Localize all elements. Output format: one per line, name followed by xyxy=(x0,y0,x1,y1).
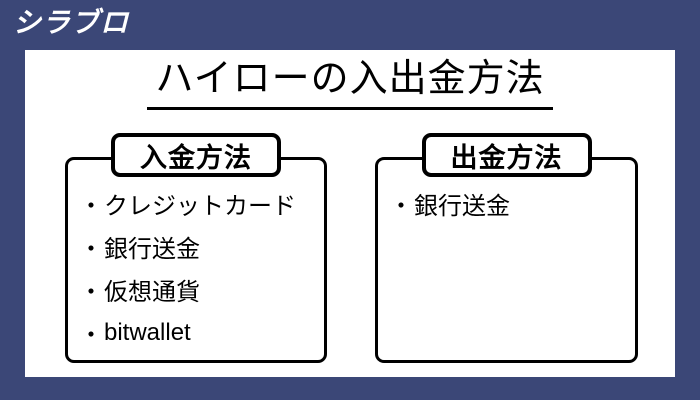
title-container: ハイローの入出金方法 xyxy=(25,56,675,110)
site-logo: シラブロ xyxy=(13,7,130,38)
withdrawal-tab: 出金方法 xyxy=(421,133,592,177)
list-item: ・ 仮想通貨 xyxy=(78,268,320,311)
list-item: ・ 銀行送金 xyxy=(388,182,631,225)
deposit-item-label: 仮想通貨 xyxy=(104,279,200,306)
list-item: ・ クレジットカード xyxy=(78,182,320,225)
list-item: ・ 銀行送金 xyxy=(78,225,320,268)
list-item: ・ bitwallet xyxy=(78,311,320,354)
deposit-item-label: 銀行送金 xyxy=(104,236,200,263)
deposit-tab: 入金方法 xyxy=(111,133,281,177)
deposit-box: ・ クレジットカード ・ 銀行送金 ・ 仮想通貨 ・ bitwallet xyxy=(65,157,327,363)
withdrawal-item-label: 銀行送金 xyxy=(414,193,510,220)
withdrawal-methods-group: 出金方法 ・ 銀行送金 xyxy=(375,133,638,363)
bullet-icon: ・ xyxy=(79,279,103,306)
deposit-item-label: bitwallet xyxy=(104,318,191,346)
bullet-icon: ・ xyxy=(79,236,103,263)
bullet-icon: ・ xyxy=(389,193,413,220)
withdrawal-box: ・ 銀行送金 xyxy=(375,157,638,363)
page-title: ハイローの入出金方法 xyxy=(147,56,553,110)
deposit-methods-group: 入金方法 ・ クレジットカード ・ 銀行送金 ・ 仮想通貨 ・ bitwalle… xyxy=(65,133,327,363)
deposit-item-label: クレジットカード xyxy=(104,193,296,220)
main-card: ハイローの入出金方法 入金方法 ・ クレジットカード ・ 銀行送金 ・ 仮想通貨… xyxy=(25,50,675,377)
bullet-icon: ・ xyxy=(79,193,103,220)
bullet-icon: ・ xyxy=(79,322,103,349)
